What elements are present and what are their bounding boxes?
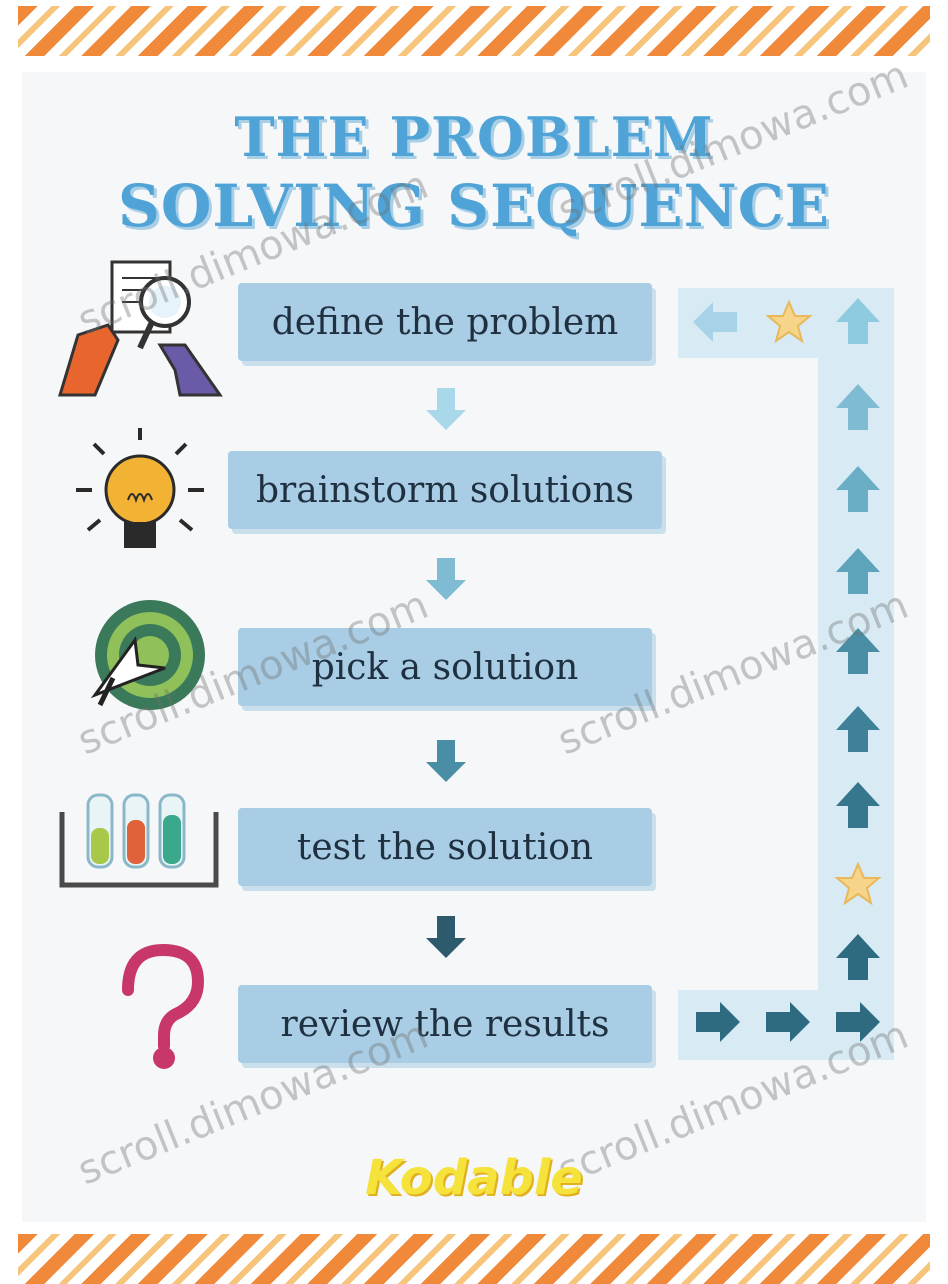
target-cursor-icon — [90, 600, 205, 710]
down-arrow-icon — [426, 388, 466, 430]
up-arrow-icon — [836, 628, 880, 674]
up-arrow-icon — [836, 782, 880, 828]
up-arrow-icon — [836, 548, 880, 594]
top-stripe-border — [18, 6, 930, 56]
up-arrow-icon — [836, 384, 880, 430]
up-arrow-icon — [836, 298, 880, 344]
step-review-the-results: review the results — [238, 985, 652, 1063]
step-label: test the solution — [296, 826, 594, 868]
down-arrow-icon — [426, 558, 466, 600]
step-test-the-solution: test the solution — [238, 808, 652, 886]
step-label: brainstorm solutions — [256, 469, 634, 511]
left-arrow-icon — [693, 302, 737, 342]
step-label: pick a solution — [311, 646, 579, 688]
step-define-the-problem: define the problem — [238, 283, 652, 361]
down-arrow-icon — [426, 740, 466, 782]
test-tubes-icon — [59, 793, 219, 888]
down-arrow-icon — [426, 916, 466, 958]
poster-title-line-2: SOLVING SEQUENCE — [118, 172, 830, 240]
right-arrow-icon — [696, 1002, 740, 1042]
right-arrow-icon — [766, 1002, 810, 1042]
star-icon — [765, 299, 813, 344]
up-arrow-icon — [836, 934, 880, 980]
step-label: define the problem — [271, 301, 619, 343]
up-arrow-icon — [836, 706, 880, 752]
question-mark-icon — [122, 943, 205, 1069]
up-arrow-icon — [836, 466, 880, 512]
hands-magnifier-icon — [57, 260, 223, 397]
right-arrow-icon — [836, 1002, 880, 1042]
bottom-stripe-border — [18, 1234, 930, 1284]
lightbulb-icon — [76, 428, 204, 548]
kodable-logo: Kodable — [365, 1150, 583, 1206]
star-icon — [834, 861, 882, 906]
step-pick-a-solution: pick a solution — [238, 628, 652, 706]
poster-title-line-1: THE PROBLEM — [234, 105, 714, 169]
step-brainstorm-solutions: brainstorm solutions — [228, 451, 662, 529]
step-label: review the results — [280, 1003, 610, 1045]
